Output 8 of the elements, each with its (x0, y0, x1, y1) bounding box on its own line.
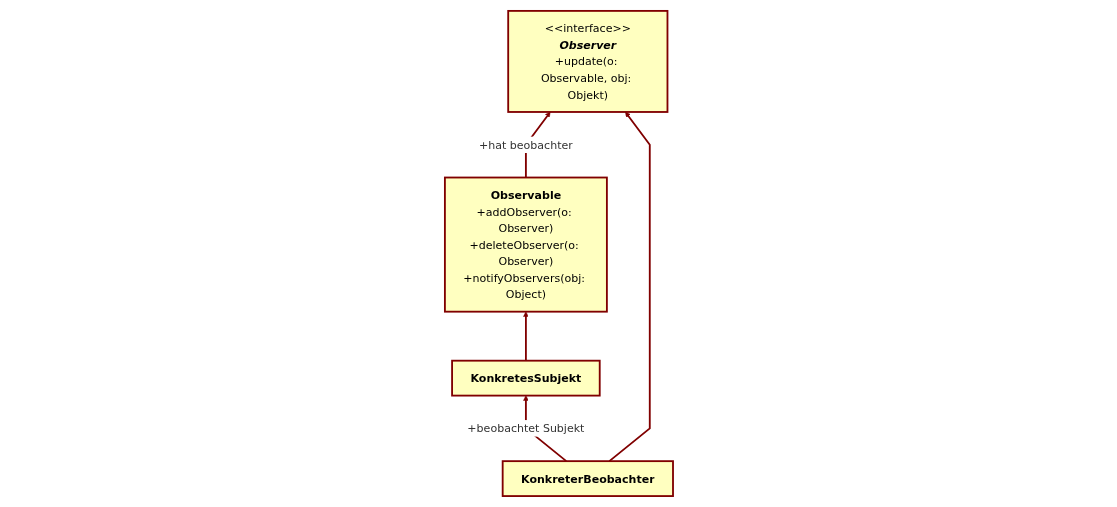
node-box: <<interface>> Observer +update(o: Observable, obj: Objekt) (506, 10, 668, 113)
arrow (522, 311, 529, 362)
edge-label: +hat beobachter (478, 138, 573, 152)
arrow (608, 111, 651, 463)
node-box: Observable +addObserver(o: Observer) +deleteObserver(o: Observer) +notifyObservers(obj: Object) (443, 176, 608, 313)
edge-label: +beobachtet Subjekt (466, 421, 584, 435)
node-box: KonkreterBeobachter (501, 460, 674, 497)
node-box: KonkretesSubjekt (450, 359, 601, 397)
